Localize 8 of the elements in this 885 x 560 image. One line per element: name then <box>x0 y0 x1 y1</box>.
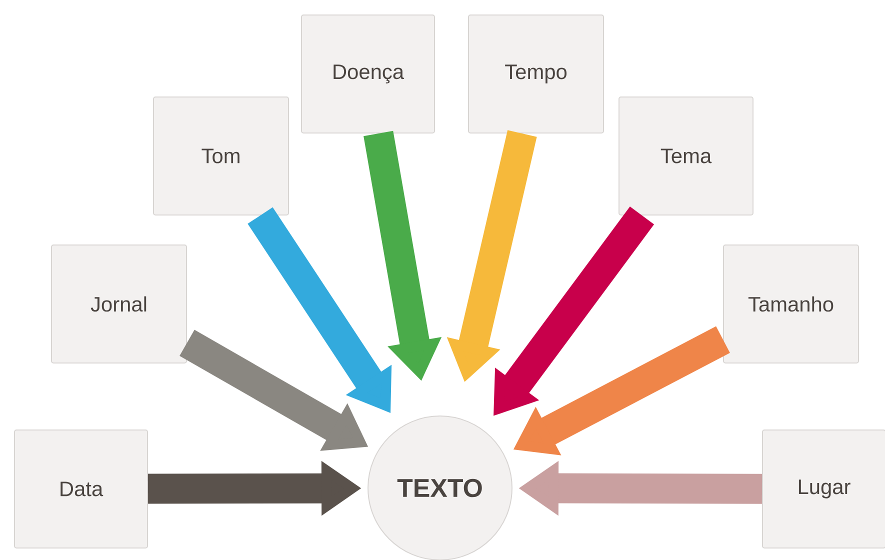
label-box: Tom <box>153 96 289 216</box>
label-box: Tamanho <box>723 244 859 364</box>
label-box: Jornal <box>51 244 187 364</box>
label-box: Doença <box>301 14 435 134</box>
label-box: Lugar <box>762 430 885 548</box>
label-box: Data <box>14 430 148 548</box>
label-box: Tempo <box>468 14 604 134</box>
label-box: Tema <box>618 96 754 216</box>
